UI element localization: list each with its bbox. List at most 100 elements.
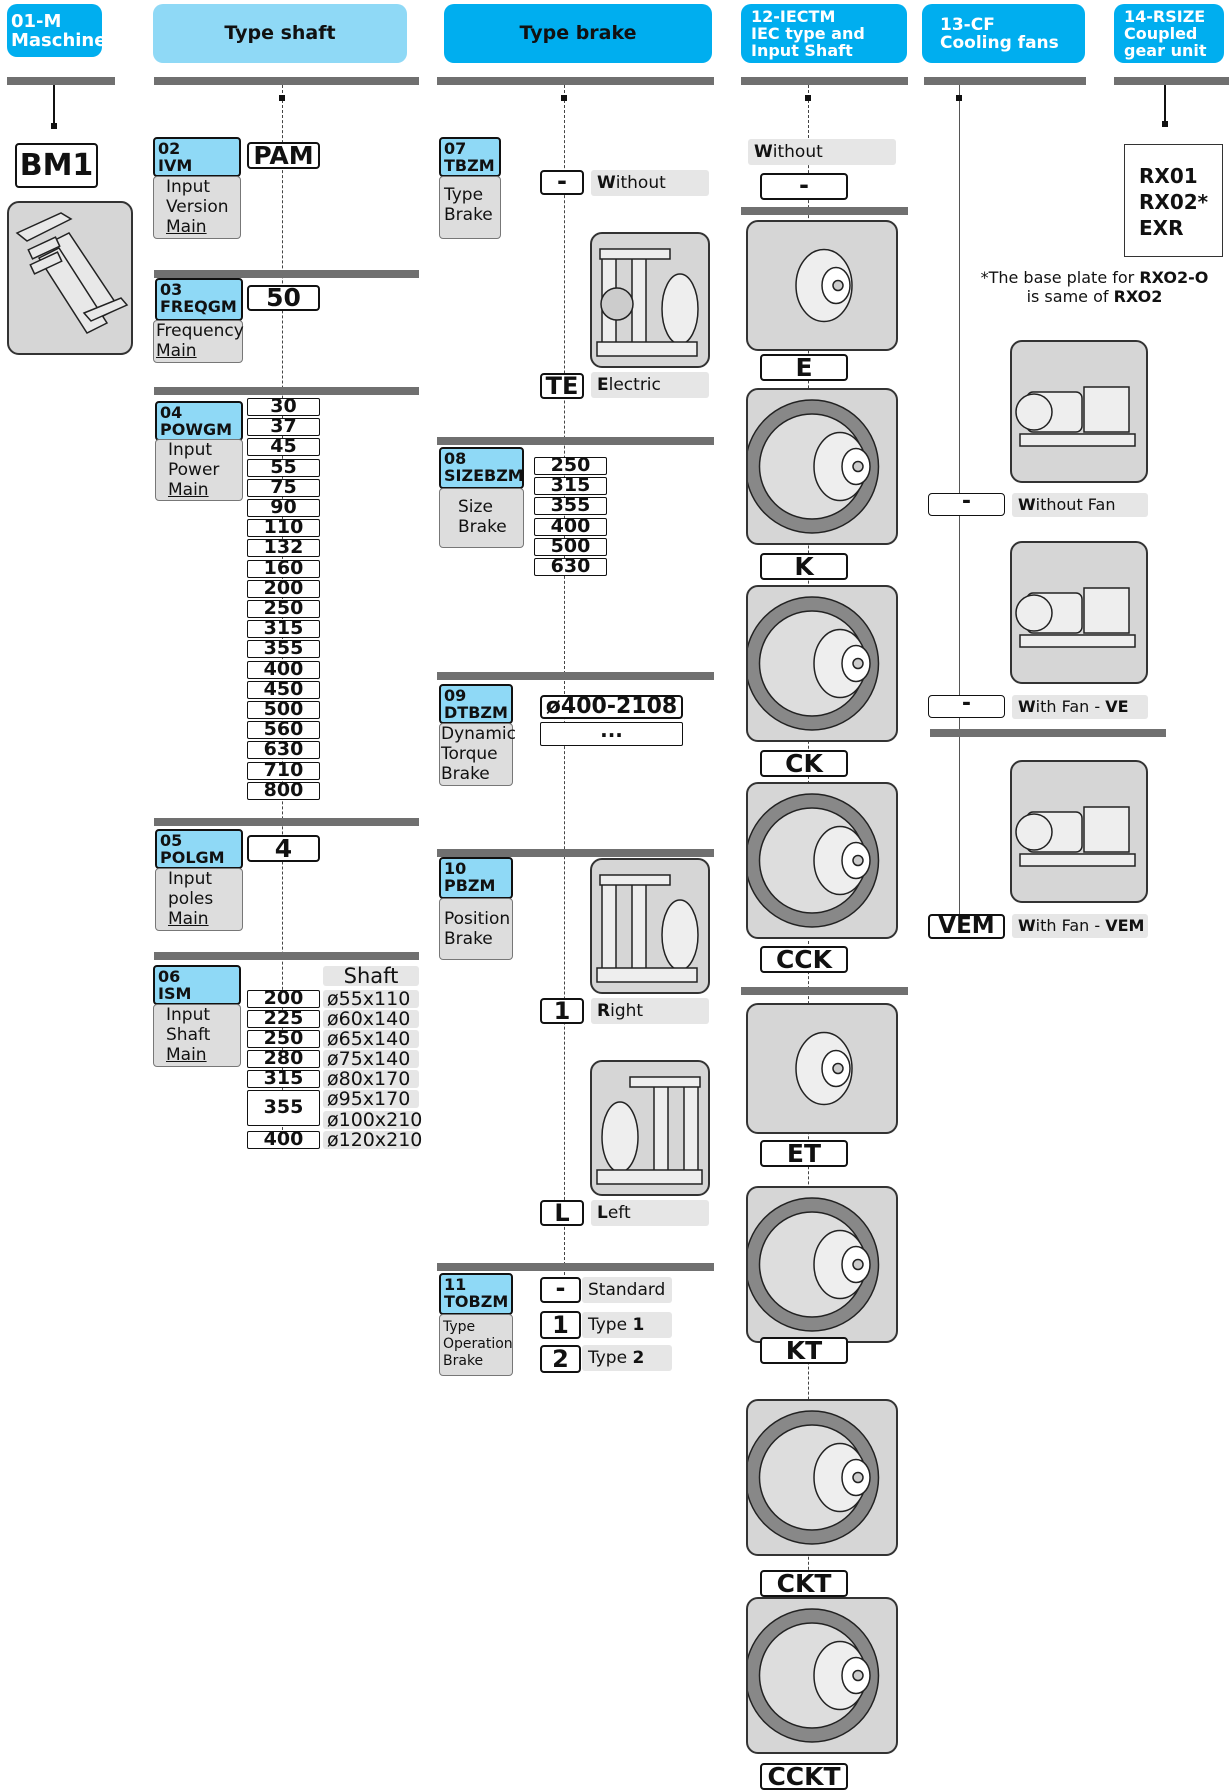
- coupling-kt-value[interactable]: KT: [760, 1337, 848, 1364]
- powgm-value[interactable]: 75: [247, 479, 320, 497]
- value-fan-without[interactable]: -: [928, 493, 1005, 516]
- connector-col6: [1164, 85, 1166, 125]
- desc-tobzm-type1: Type 1: [582, 1312, 672, 1338]
- coupling-ck-value[interactable]: CK: [760, 750, 848, 777]
- divider-dtbzm: [437, 672, 714, 680]
- powgm-value[interactable]: 630: [247, 741, 320, 759]
- desc-tobzm-type2: Type 2: [582, 1345, 672, 1371]
- sizebzm-value[interactable]: 315: [534, 477, 607, 495]
- connector-node-col2: [279, 95, 285, 101]
- value-ivm[interactable]: PAM: [247, 142, 320, 169]
- value-freqgm[interactable]: 50: [247, 285, 320, 311]
- value-iec-without[interactable]: -: [760, 173, 848, 200]
- ism-size[interactable]: 200: [247, 990, 320, 1008]
- coupling-et-image: [746, 1003, 898, 1134]
- gear-unit-values[interactable]: RX01 RX02* EXR: [1124, 144, 1223, 257]
- coupling-cckt-value[interactable]: CCKT: [760, 1763, 848, 1790]
- gear-unit-exr[interactable]: EXR: [1139, 215, 1222, 241]
- powgm-value[interactable]: 800: [247, 782, 320, 800]
- powgm-value[interactable]: 132: [247, 539, 320, 557]
- coupling-e-value[interactable]: E: [760, 354, 848, 381]
- powgm-value[interactable]: 30: [247, 398, 320, 416]
- coupling-ckt-image: [746, 1399, 898, 1556]
- powgm-value[interactable]: 450: [247, 681, 320, 699]
- value-fan-vem[interactable]: VEM: [928, 914, 1005, 939]
- value-tobzm-standard[interactable]: -: [540, 1277, 581, 1303]
- coupling-ck-image: [746, 585, 898, 742]
- powgm-value[interactable]: 250: [247, 600, 320, 618]
- value-polgm[interactable]: 4: [247, 835, 320, 862]
- ism-size[interactable]: 280: [247, 1050, 320, 1068]
- powgm-value[interactable]: 560: [247, 721, 320, 739]
- desc-iec-without: Without: [748, 139, 896, 165]
- sizebzm-value[interactable]: 400: [534, 518, 607, 536]
- ism-size[interactable]: 225: [247, 1010, 320, 1028]
- value-tbzm-electric[interactable]: TE: [540, 373, 584, 399]
- divider-polgm: [154, 818, 419, 826]
- ism-size[interactable]: 315: [247, 1070, 320, 1088]
- coupling-ckt-value[interactable]: CKT: [760, 1570, 848, 1597]
- divider-tobzm: [437, 1263, 714, 1271]
- ism-shaft: ø80x170: [323, 1070, 419, 1088]
- sizebzm-value[interactable]: 630: [534, 558, 607, 576]
- value-fan-ve[interactable]: -: [928, 695, 1005, 718]
- value-tbzm-without[interactable]: -: [540, 170, 584, 195]
- powgm-value[interactable]: 90: [247, 499, 320, 517]
- sizebzm-value[interactable]: 250: [534, 457, 607, 475]
- gear-unit-rx01[interactable]: RX01: [1139, 163, 1222, 189]
- powgm-value[interactable]: 37: [247, 418, 320, 436]
- value-tobzm-type1[interactable]: 1: [540, 1311, 581, 1339]
- powgm-value[interactable]: 710: [247, 762, 320, 780]
- desc-tbzm-electric: Electric: [591, 372, 709, 398]
- coupling-cck-value[interactable]: CCK: [760, 946, 848, 973]
- powgm-value[interactable]: 355: [247, 640, 320, 658]
- ism-shaft: ø95x170: [323, 1090, 419, 1108]
- coupling-k-value[interactable]: K: [760, 553, 848, 580]
- ism-size[interactable]: 400: [247, 1131, 320, 1149]
- fan-vem-image: [1010, 760, 1148, 903]
- brake-electric-image: [590, 232, 710, 368]
- ism-size[interactable]: 250: [247, 1030, 320, 1048]
- powgm-value[interactable]: 400: [247, 661, 320, 679]
- powgm-value[interactable]: 500: [247, 701, 320, 719]
- value-pbzm-right[interactable]: 1: [540, 998, 584, 1024]
- machine-value[interactable]: BM1: [15, 143, 98, 188]
- value-tobzm-type2[interactable]: 2: [540, 1345, 581, 1373]
- powgm-value[interactable]: 160: [247, 560, 320, 578]
- machine-frame-image: [7, 201, 133, 355]
- divider-iec-2: [741, 987, 908, 995]
- coupling-et-value[interactable]: ET: [760, 1140, 848, 1167]
- connector-node-col4: [805, 95, 811, 101]
- powgm-value[interactable]: 45: [247, 438, 320, 456]
- ism-shaft: ø75x140: [323, 1050, 419, 1068]
- connector-node-col5: [956, 95, 962, 101]
- powgm-value[interactable]: 200: [247, 580, 320, 598]
- powgm-value[interactable]: 55: [247, 459, 320, 477]
- value-pbzm-left[interactable]: L: [540, 1200, 584, 1226]
- connector-node-col3: [561, 95, 567, 101]
- value-dtbzm-1[interactable]: ø400-2108: [540, 695, 683, 719]
- desc-tobzm-standard: Standard: [582, 1277, 672, 1303]
- ism-size[interactable]: 355: [247, 1090, 320, 1126]
- powgm-value[interactable]: 110: [247, 519, 320, 537]
- powgm-value[interactable]: 315: [247, 620, 320, 638]
- gear-unit-rx02[interactable]: RX02*: [1139, 189, 1222, 215]
- sizebzm-value[interactable]: 500: [534, 538, 607, 556]
- ism-shaft: ø65x140: [323, 1030, 419, 1048]
- brake-right-image: [590, 858, 710, 994]
- value-dtbzm-2[interactable]: ...: [540, 722, 683, 746]
- sizebzm-value[interactable]: 355: [534, 497, 607, 515]
